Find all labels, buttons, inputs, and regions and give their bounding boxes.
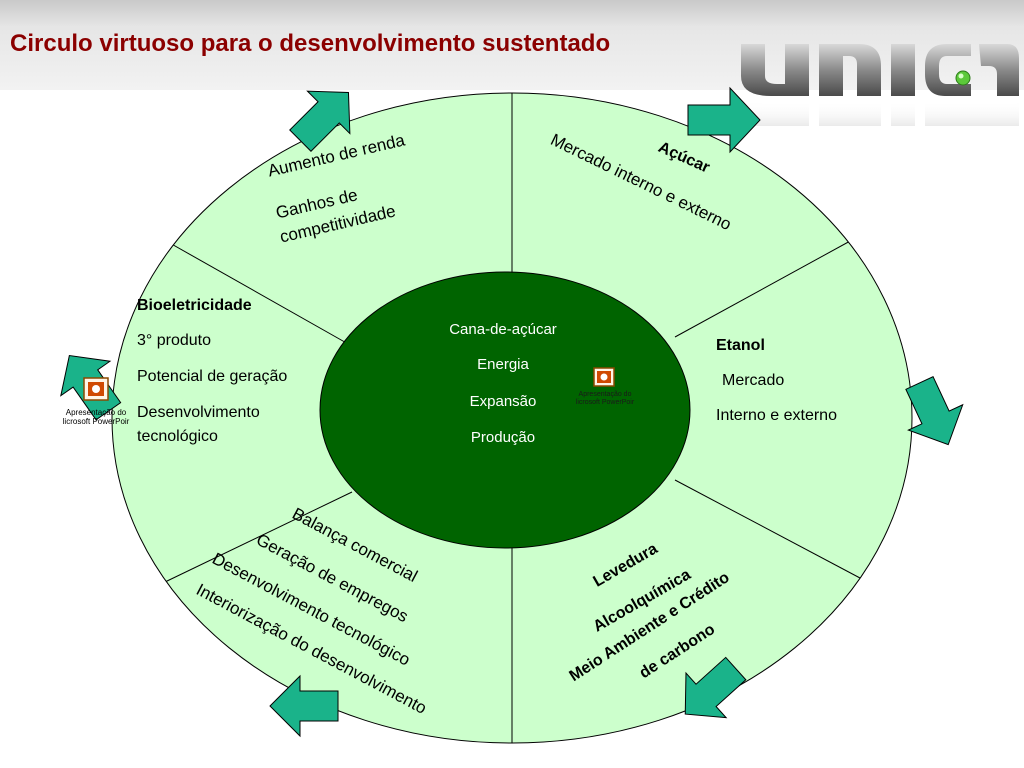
text-desenvolvimento: Desenvolvimento: [137, 404, 260, 421]
object-label-left-line1: Apresentação do: [65, 408, 127, 417]
center-producao: Produção: [470, 429, 536, 446]
text-potencial-geracao: Potencial de geração: [137, 368, 288, 385]
arrow-top-left: [289, 90, 351, 152]
arrow-right: [905, 375, 964, 446]
text-interno-externo: Interno e externo: [716, 407, 837, 424]
heading-bioeletricidade: Bioeletricidade: [137, 297, 252, 314]
divider-upper-right: [674, 239, 853, 338]
powerpoint-object-icon-left[interactable]: [83, 377, 109, 401]
powerpoint-object-icon-center[interactable]: [593, 367, 615, 387]
text-3-produto: 3° produto: [137, 332, 212, 349]
text-mercado: Mercado: [722, 372, 785, 389]
arrow-bottom-left: [269, 674, 339, 738]
center-expansao: Expansão: [469, 393, 537, 410]
divider-lower-left: [164, 491, 353, 583]
arrow-top-right: [687, 86, 761, 154]
center-circle: [319, 271, 691, 549]
divider-lower-right: [674, 479, 861, 579]
slide-title: Circulo virtuoso para o desenvolvimento …: [10, 30, 611, 57]
unica-logo: [741, 44, 1019, 126]
object-label-left[interactable]: Apresentação do licrosoft PowerPoir: [46, 408, 146, 426]
object-label-center[interactable]: Apresentação do licrosoft PowerPoir: [560, 391, 650, 407]
object-label-center-line2: licrosoft PowerPoir: [575, 399, 635, 406]
heading-etanol: Etanol: [716, 337, 765, 354]
object-label-center-line1: Apresentação do: [578, 391, 632, 398]
divider-upper-left: [167, 241, 351, 346]
center-cana-de-acucar: Cana-de-açúcar: [449, 321, 557, 338]
text-tecnologico: tecnológico: [137, 428, 218, 445]
arrow-bottom-right: [684, 656, 747, 719]
object-label-left-line2: licrosoft PowerPoir: [62, 417, 130, 426]
center-energia: Energia: [477, 356, 529, 373]
